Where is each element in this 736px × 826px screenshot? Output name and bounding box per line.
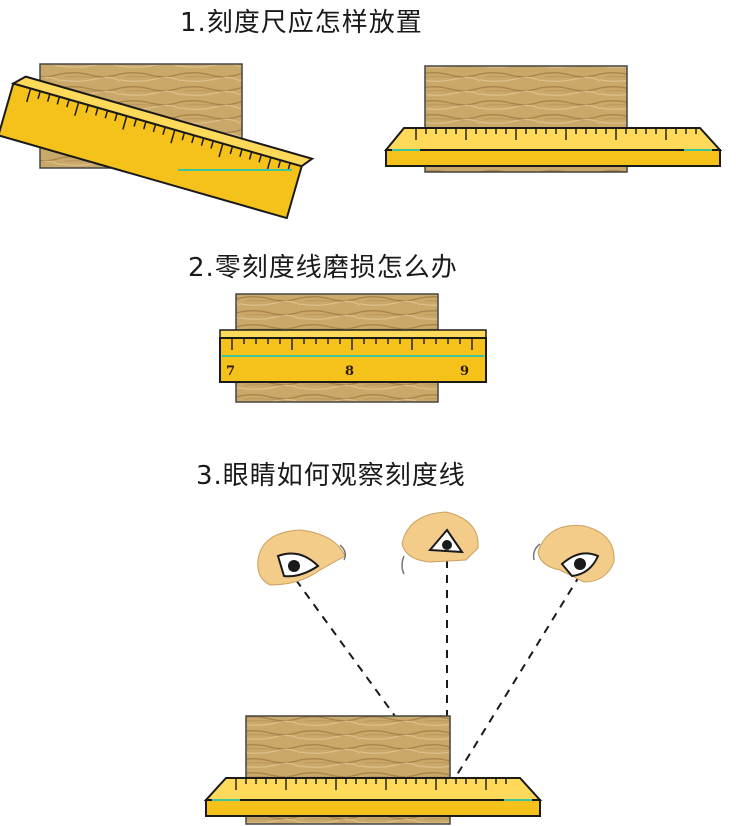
ruler-tick xyxy=(74,102,80,116)
aligned-ruler xyxy=(383,127,723,167)
eye-left-icon xyxy=(257,529,347,586)
tilted-ruler xyxy=(0,75,315,220)
ruler-tick xyxy=(248,151,253,160)
ruler-tick xyxy=(239,148,243,157)
eye-right-icon xyxy=(532,525,615,583)
ruler-tick xyxy=(152,124,157,133)
ruler-tick xyxy=(85,104,90,113)
ruler-tick xyxy=(191,135,195,144)
ruler-tick xyxy=(66,99,70,108)
ruler-tick xyxy=(162,126,166,135)
ruler-tick xyxy=(133,118,138,127)
ruler-tick xyxy=(218,143,224,158)
heading-section-1: 1.刻度尺应怎样放置 xyxy=(180,8,423,38)
eye-center-icon xyxy=(401,511,479,575)
ruler-tick xyxy=(56,96,61,105)
ruler-tick xyxy=(46,93,51,102)
ruler-tick xyxy=(266,157,272,172)
bottom-ruler xyxy=(203,777,543,817)
ruler-tick xyxy=(210,140,214,149)
ruler-tick xyxy=(37,90,41,100)
ruler-tick xyxy=(229,146,234,155)
ruler-tick xyxy=(122,115,128,130)
ruler-with-numbers: 7 8 9 xyxy=(219,329,487,383)
ruler-tick xyxy=(277,159,282,168)
ruler-tick xyxy=(114,113,118,122)
ruler-tick xyxy=(143,121,147,130)
ruler-number-7: 7 xyxy=(226,364,235,379)
ruler-tick xyxy=(26,88,32,103)
heading-section-3: 3.眼睛如何观察刻度线 xyxy=(196,461,466,491)
ruler-tick xyxy=(170,129,176,144)
ruler-tick xyxy=(94,107,99,116)
ruler-tick xyxy=(181,132,186,141)
ruler-number-9: 9 xyxy=(460,364,469,379)
heading-section-2: 2.零刻度线磨损怎么办 xyxy=(188,253,458,283)
ruler-tick xyxy=(200,137,205,146)
ruler-number-8: 8 xyxy=(345,364,354,379)
ruler-tick xyxy=(104,110,109,119)
ruler-tick xyxy=(258,154,263,163)
